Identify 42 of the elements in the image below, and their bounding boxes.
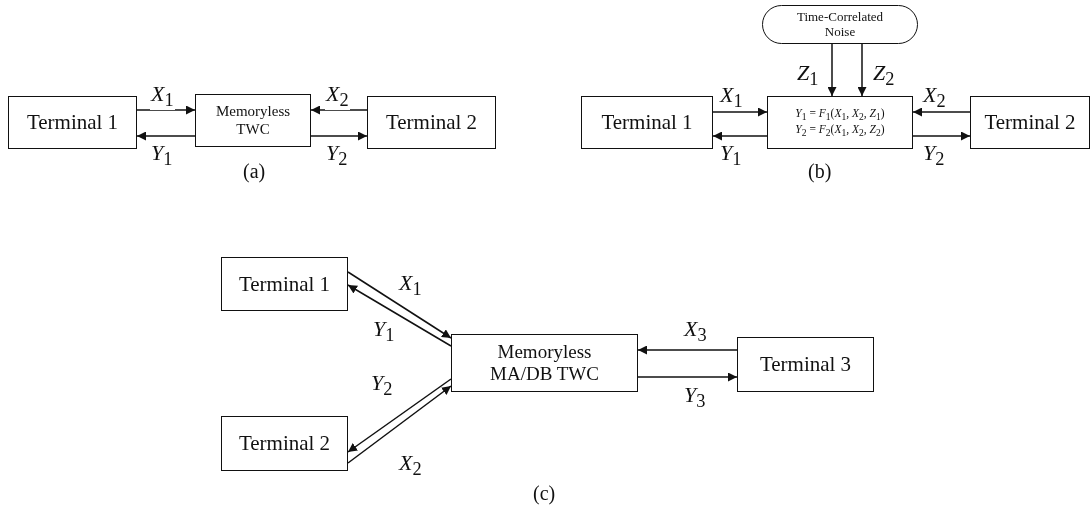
- rounded-box: [762, 5, 918, 44]
- arrow: [347, 378, 452, 453]
- process-box: [737, 337, 874, 392]
- process-box: [221, 257, 348, 311]
- arrow: [310, 131, 368, 141]
- node-text: Y$_{1}$ = F$_{1}$(X$_{1}$, X$_{2}$, Z$_{1}$): [795, 107, 885, 123]
- arrow: [827, 43, 837, 97]
- node-text: Memoryless MA/DB TWC: [489, 341, 600, 385]
- process-box: [767, 96, 913, 149]
- process-box: [581, 96, 713, 149]
- subfigure-label: (c): [533, 482, 556, 505]
- arrow: [310, 105, 368, 115]
- arrow: [912, 131, 971, 141]
- arrow: [136, 105, 196, 115]
- node-text: Terminal 2: [385, 110, 478, 135]
- arrow: [637, 372, 738, 382]
- arrow: [712, 131, 768, 141]
- subfigure-label: (a): [243, 160, 266, 183]
- arrow: [637, 345, 738, 355]
- subfigure-label: (b): [808, 160, 832, 183]
- arrow: [347, 385, 452, 464]
- arrow: [347, 284, 452, 347]
- node-text: Terminal 2: [984, 110, 1076, 135]
- node-text: Time-Correlated Noise: [795, 9, 885, 40]
- node-text: Terminal 3: [759, 352, 852, 377]
- process-box: [195, 94, 311, 147]
- node-text: Memoryless TWC: [214, 103, 292, 138]
- node-text: Terminal 1: [238, 271, 331, 297]
- node-text: Y$_{2}$ = F$_{2}$(X$_{1}$, X$_{2}$, Z$_{2}$): [795, 122, 885, 138]
- arrow: [136, 131, 196, 141]
- arrow: [347, 271, 452, 339]
- arrow: [712, 107, 768, 117]
- process-box: [451, 334, 638, 392]
- node-text: Terminal 2: [238, 431, 331, 456]
- node-text: Terminal 1: [601, 110, 693, 135]
- process-box: [970, 96, 1090, 149]
- arrow: [912, 107, 971, 117]
- process-box: [367, 96, 496, 149]
- arrow: [857, 43, 867, 97]
- process-box: [221, 416, 348, 471]
- node-text: Terminal 1: [26, 110, 119, 135]
- process-box: [8, 96, 137, 149]
